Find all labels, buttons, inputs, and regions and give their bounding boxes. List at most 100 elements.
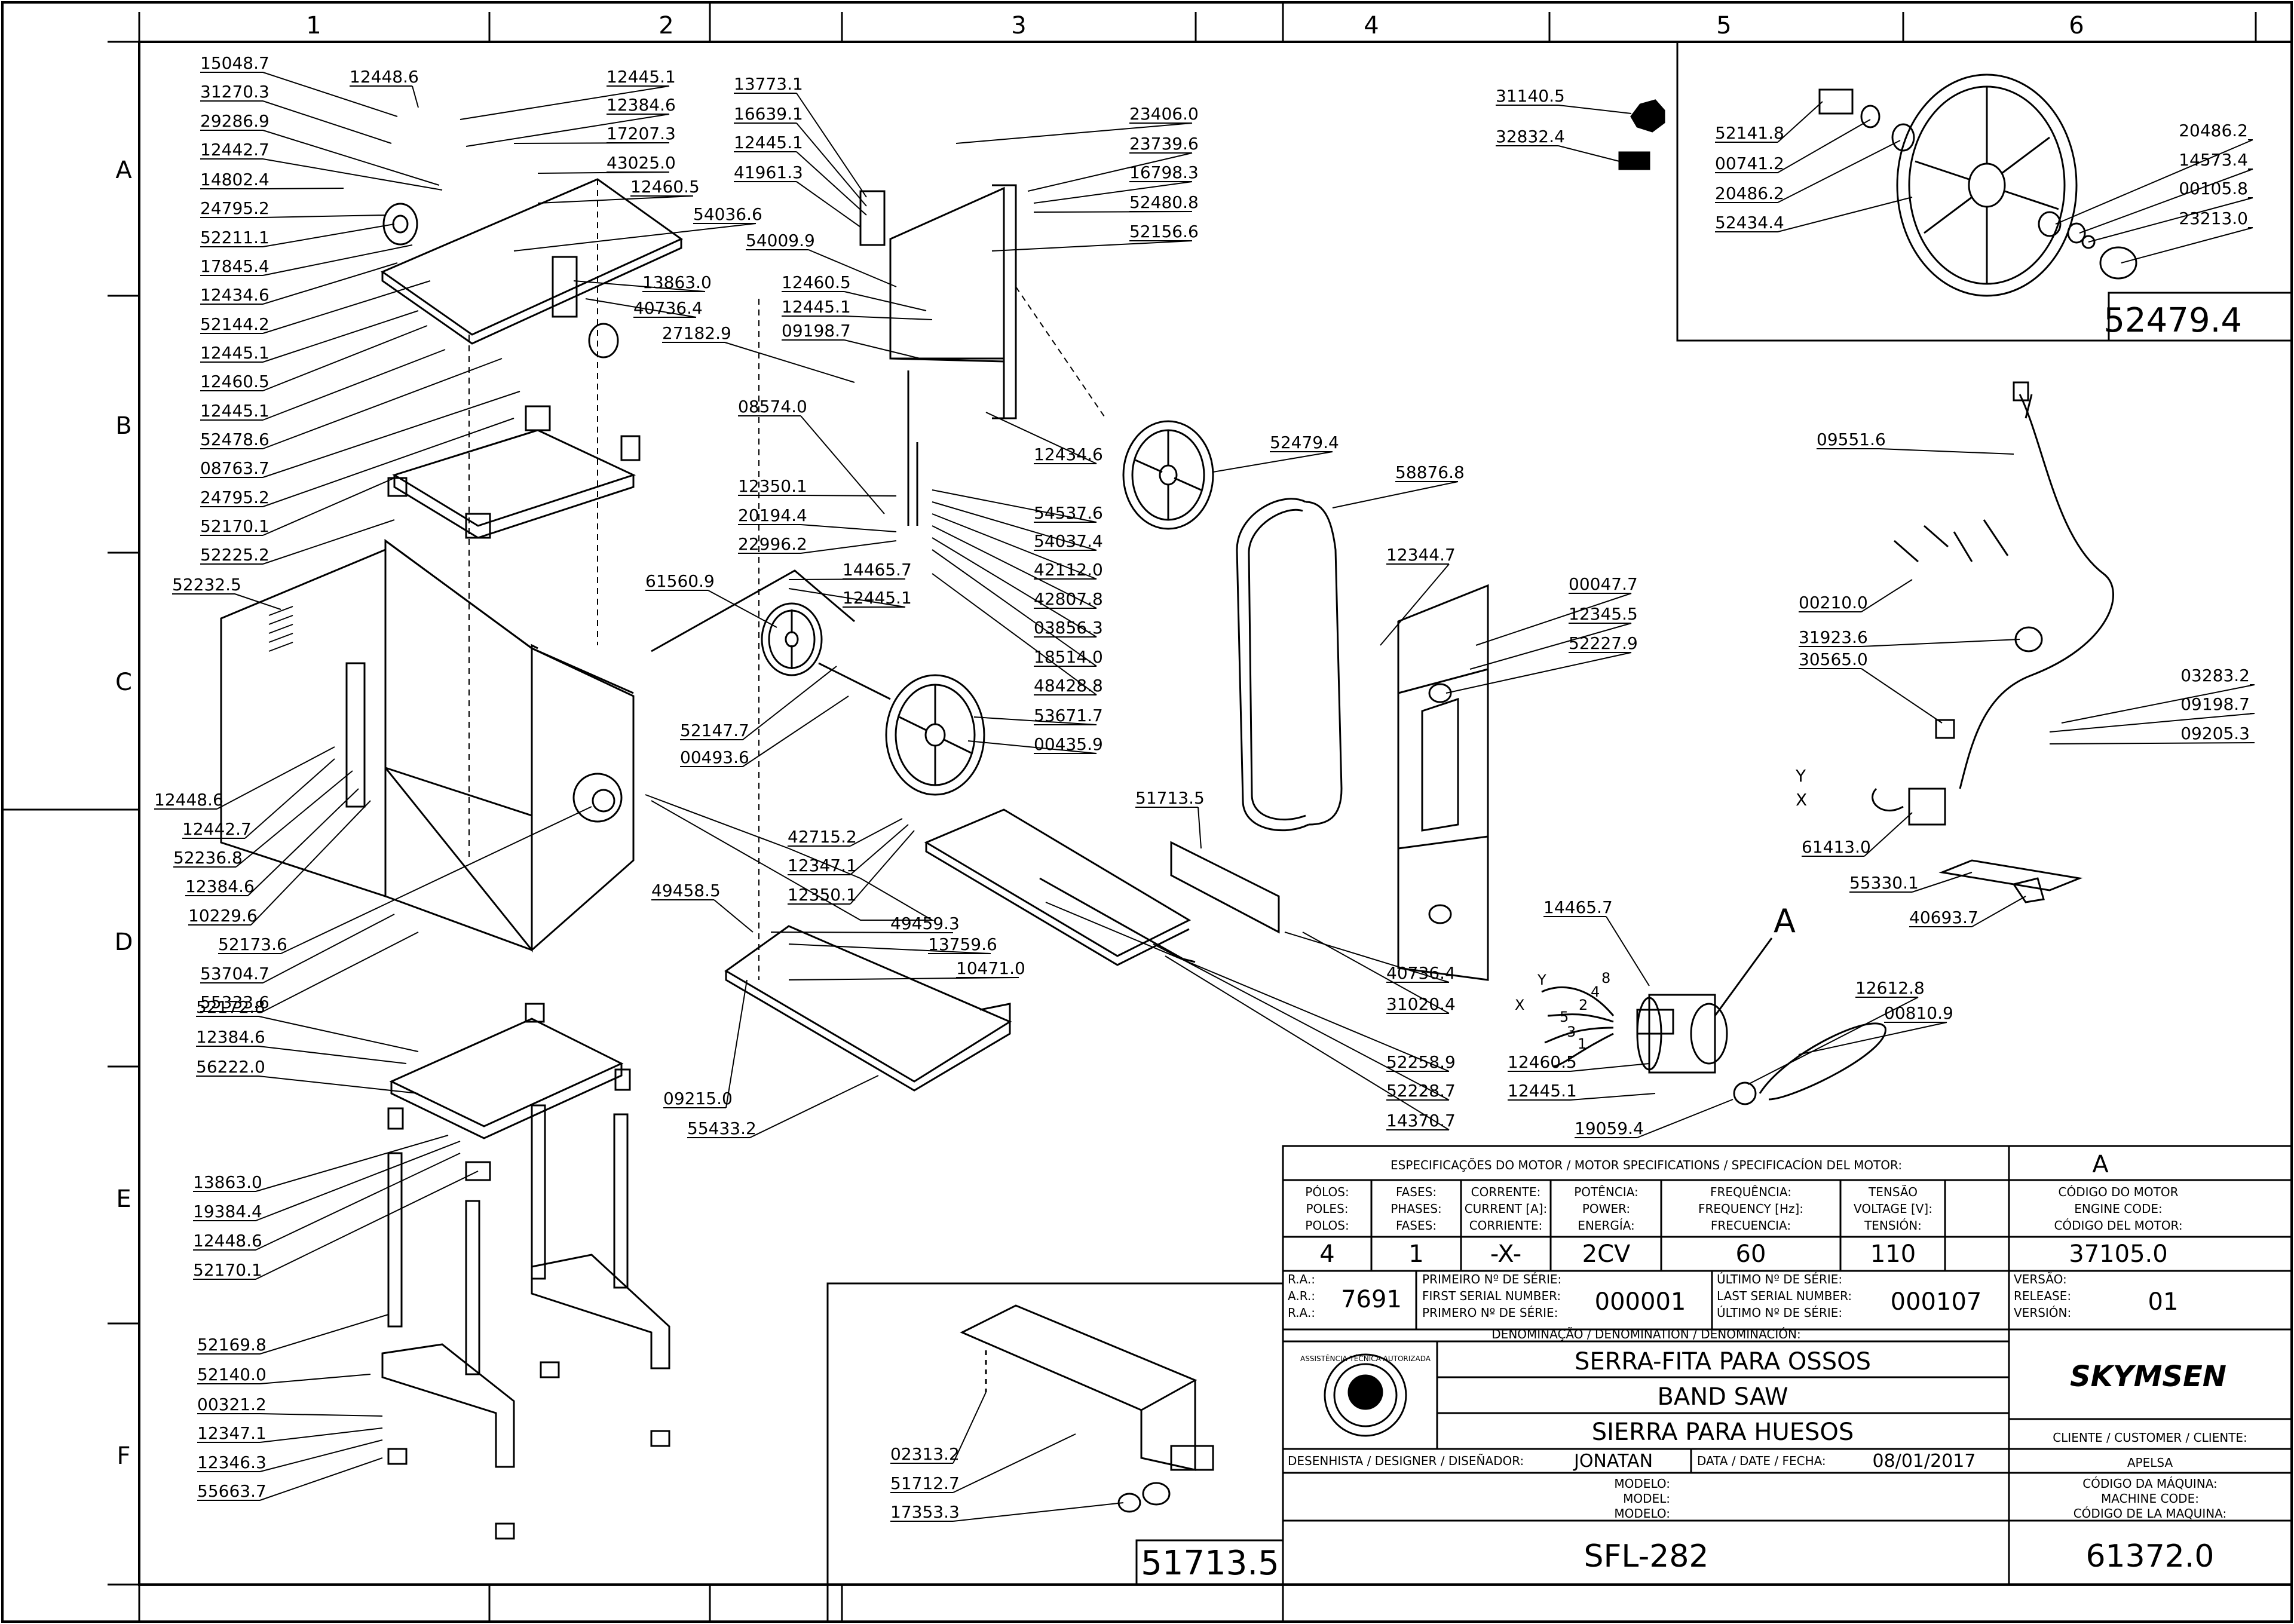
part-number-callout: 52144.2 (200, 314, 269, 334)
part-number-callout: 52140.0 (197, 1365, 267, 1384)
part-number-callout: 12460.5 (200, 372, 269, 391)
part-number-callout: 53704.7 (200, 964, 269, 983)
ra-label: A.R.: (1288, 1289, 1315, 1303)
part-number-callout: 20486.2 (2179, 121, 2248, 140)
wheel-mid (761, 602, 823, 676)
part-number-callout: 09198.7 (782, 321, 851, 341)
spec-column-label: FREQUÊNCIA: (1710, 1185, 1791, 1199)
spec-column-label: POTÊNCIA: (1574, 1185, 1638, 1199)
ra-label: R.A.: (1288, 1306, 1315, 1320)
part-number-callout: 52258.9 (1386, 1052, 1456, 1072)
part-number-callout: 52156.6 (1129, 222, 1199, 241)
part-number-callout: 52478.6 (200, 430, 269, 449)
wire-label-x: X (1796, 790, 1807, 810)
part-number-callout: 52170.1 (200, 516, 269, 536)
row-label: B (115, 412, 131, 440)
part-number-callout: 30565.0 (1799, 649, 1868, 669)
wire-label-y: Y (1795, 766, 1806, 786)
wheel-exploded (1818, 73, 2137, 297)
spec-value: 2CV (1582, 1240, 1631, 1268)
part-number-callout: 17845.4 (200, 256, 269, 276)
part-number-callout: 20194.4 (738, 505, 807, 525)
product-name-es: SIERRA PARA HUESOS (1592, 1418, 1854, 1446)
row-label: F (117, 1442, 130, 1470)
part-number-callout: 23406.0 (1129, 104, 1199, 124)
date-label: DATA / DATE / FECHA: (1697, 1454, 1826, 1468)
part-number-callout: 19384.4 (193, 1202, 262, 1221)
motor-wire-number: 5 (1560, 1009, 1569, 1025)
ra-value: 7691 (1341, 1286, 1402, 1313)
detail-letter-a: A (1774, 902, 1796, 940)
part-number-callout: 00810.9 (1884, 1003, 1953, 1023)
part-number-callout: 00493.6 (680, 747, 749, 767)
version-label: VERSIÓN: (2014, 1306, 2071, 1320)
part-number-callout: 12445.1 (200, 343, 269, 363)
part-number-callout: 51713.5 (1135, 788, 1205, 808)
column-label: 5 (1716, 12, 1731, 39)
version-label: RELEASE: (2014, 1289, 2071, 1303)
spec-column-label: FASES: (1396, 1218, 1437, 1233)
part-number-callout: 54537.6 (1034, 503, 1103, 523)
part-number-callout: 12350.1 (738, 476, 807, 496)
part-number-callout: 12346.3 (197, 1453, 267, 1472)
part-number-callout: 42715.2 (788, 827, 857, 847)
part-number-callout: 10471.0 (956, 958, 1025, 978)
part-number-callout: 16798.3 (1129, 163, 1199, 182)
part-number-callout: 24795.2 (200, 488, 269, 507)
part-number-callout: 12445.1 (843, 588, 912, 608)
part-number-callout: 12384.6 (607, 95, 676, 115)
model-label: MODELO: (1614, 1476, 1670, 1491)
motor-spec-header: ESPECIFICAÇÕES DO MOTOR / MOTOR SPECIFIC… (1391, 1158, 1902, 1172)
part-number-callout: 12347.1 (197, 1423, 267, 1443)
spec-column-label: FRECUENCIA: (1711, 1218, 1791, 1233)
part-number-callout: 09551.6 (1817, 430, 1886, 449)
brand-logo: SKYMSEN (2070, 1360, 2226, 1393)
part-number-callout: 55330.1 (1849, 873, 1919, 893)
part-number-callout: 14802.4 (200, 170, 269, 189)
part-number-callout: 55433.2 (687, 1119, 757, 1138)
part-number-callout: 03283.2 (2180, 666, 2250, 685)
part-number-callout: 14465.7 (1543, 897, 1613, 917)
first-serial-label: PRIMEIRO Nº DE SÉRIE: (1422, 1272, 1561, 1286)
spec-value: 60 (1736, 1240, 1766, 1268)
denomination-header: DENOMINAÇÃO / DENOMINATION / DENOMINACIÓ… (1491, 1327, 1800, 1341)
part-number-callout: 12445.1 (607, 67, 676, 87)
part-number-callout: 48428.8 (1034, 676, 1103, 695)
spec-column-label: TENSÃO (1868, 1185, 1918, 1199)
part-number-callout: 12460.5 (1508, 1052, 1577, 1072)
parts-drawing (220, 73, 2137, 1540)
part-number-callout: 42112.0 (1034, 560, 1103, 580)
part-number-callout: 12445.1 (782, 297, 851, 317)
machine-code-value: 61372.0 (2085, 1539, 2214, 1574)
spec-column-label: FREQUENCY [Hz]: (1698, 1202, 1803, 1216)
part-number-callout: 52480.8 (1129, 192, 1199, 212)
first-serial-value: 000001 (1595, 1288, 1686, 1316)
part-number-callout: 43025.0 (607, 153, 676, 173)
part-number-callout: 61413.0 (1802, 837, 1871, 857)
part-number-callout: 52236.8 (173, 848, 243, 868)
spec-column-label: PHASES: (1391, 1202, 1442, 1216)
date-value: 08/01/2017 (1873, 1451, 1976, 1472)
part-number-callout: 22996.2 (738, 534, 807, 554)
part-number-callout: 09205.3 (2180, 724, 2250, 743)
part-number-callout: 31140.5 (1496, 86, 1565, 106)
spec-column-label: FASES: (1396, 1185, 1437, 1199)
part-number-callout: 12445.1 (734, 133, 803, 152)
spec-column-label: CÓDIGO DO MOTOR (2059, 1185, 2179, 1199)
part-number-callout: 52434.4 (1715, 213, 1784, 232)
machine-code-label: MACHINE CODE: (2101, 1491, 2199, 1506)
spec-column-label: TENSIÓN: (1864, 1218, 1922, 1233)
guard (960, 1304, 1214, 1513)
motor-wire-number: 2 (1579, 997, 1588, 1013)
motor-wire-number: 1 (1578, 1035, 1586, 1052)
part-number-callout: 52211.1 (200, 228, 269, 247)
part-number-callout: 61560.9 (645, 571, 715, 591)
motor-wire-number: 3 (1567, 1024, 1576, 1040)
spec-value: 1 (1408, 1240, 1423, 1268)
part-number-callout: 52479.4 (1270, 433, 1339, 452)
row-label: A (115, 157, 132, 184)
part-number-callout: 15048.7 (200, 53, 269, 73)
part-number-callout: 02313.2 (890, 1444, 960, 1464)
part-number-callout: 12350.1 (788, 885, 857, 905)
